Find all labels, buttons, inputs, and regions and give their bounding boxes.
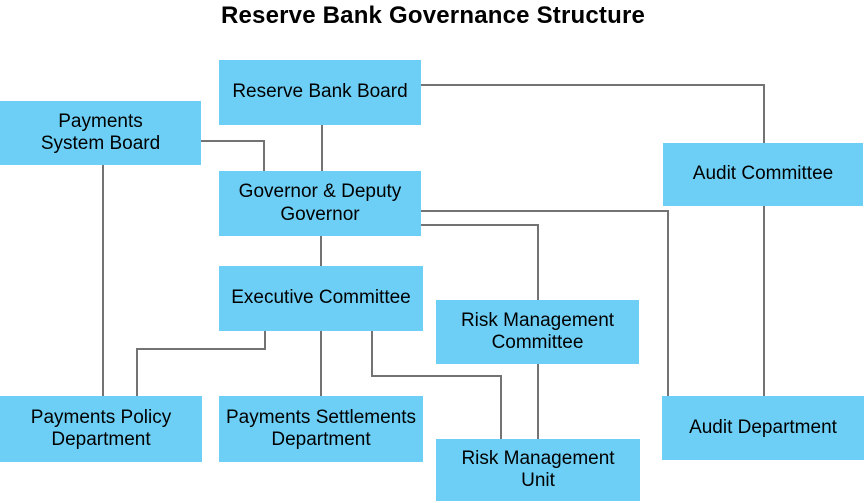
page-title: Reserve Bank Governance Structure (220, 2, 646, 29)
edge-board-to-audit-committee (421, 84, 765, 143)
org-node-label: Audit Committee (692, 163, 834, 185)
org-node-audit-committee: Audit Committee (663, 143, 863, 206)
org-node-label: Executive Committee (231, 287, 411, 309)
edge-executive-to-risk-management-unit (371, 331, 502, 439)
org-node-label: Audit Department (689, 416, 837, 438)
org-node-executive-committee: Executive Committee (219, 266, 423, 331)
edge-payments-system-board-to-governor (201, 140, 265, 171)
org-node-audit-department: Audit Department (662, 396, 864, 460)
edge-governor-to-risk-management-committee (421, 224, 539, 300)
edge-executive-to-payments-policy (136, 331, 266, 396)
org-node-reserve-bank-board: Reserve Bank Board (219, 60, 421, 125)
edge-governor-to-audit-department (421, 210, 669, 396)
org-node-label: Reserve Bank Board (232, 81, 408, 103)
